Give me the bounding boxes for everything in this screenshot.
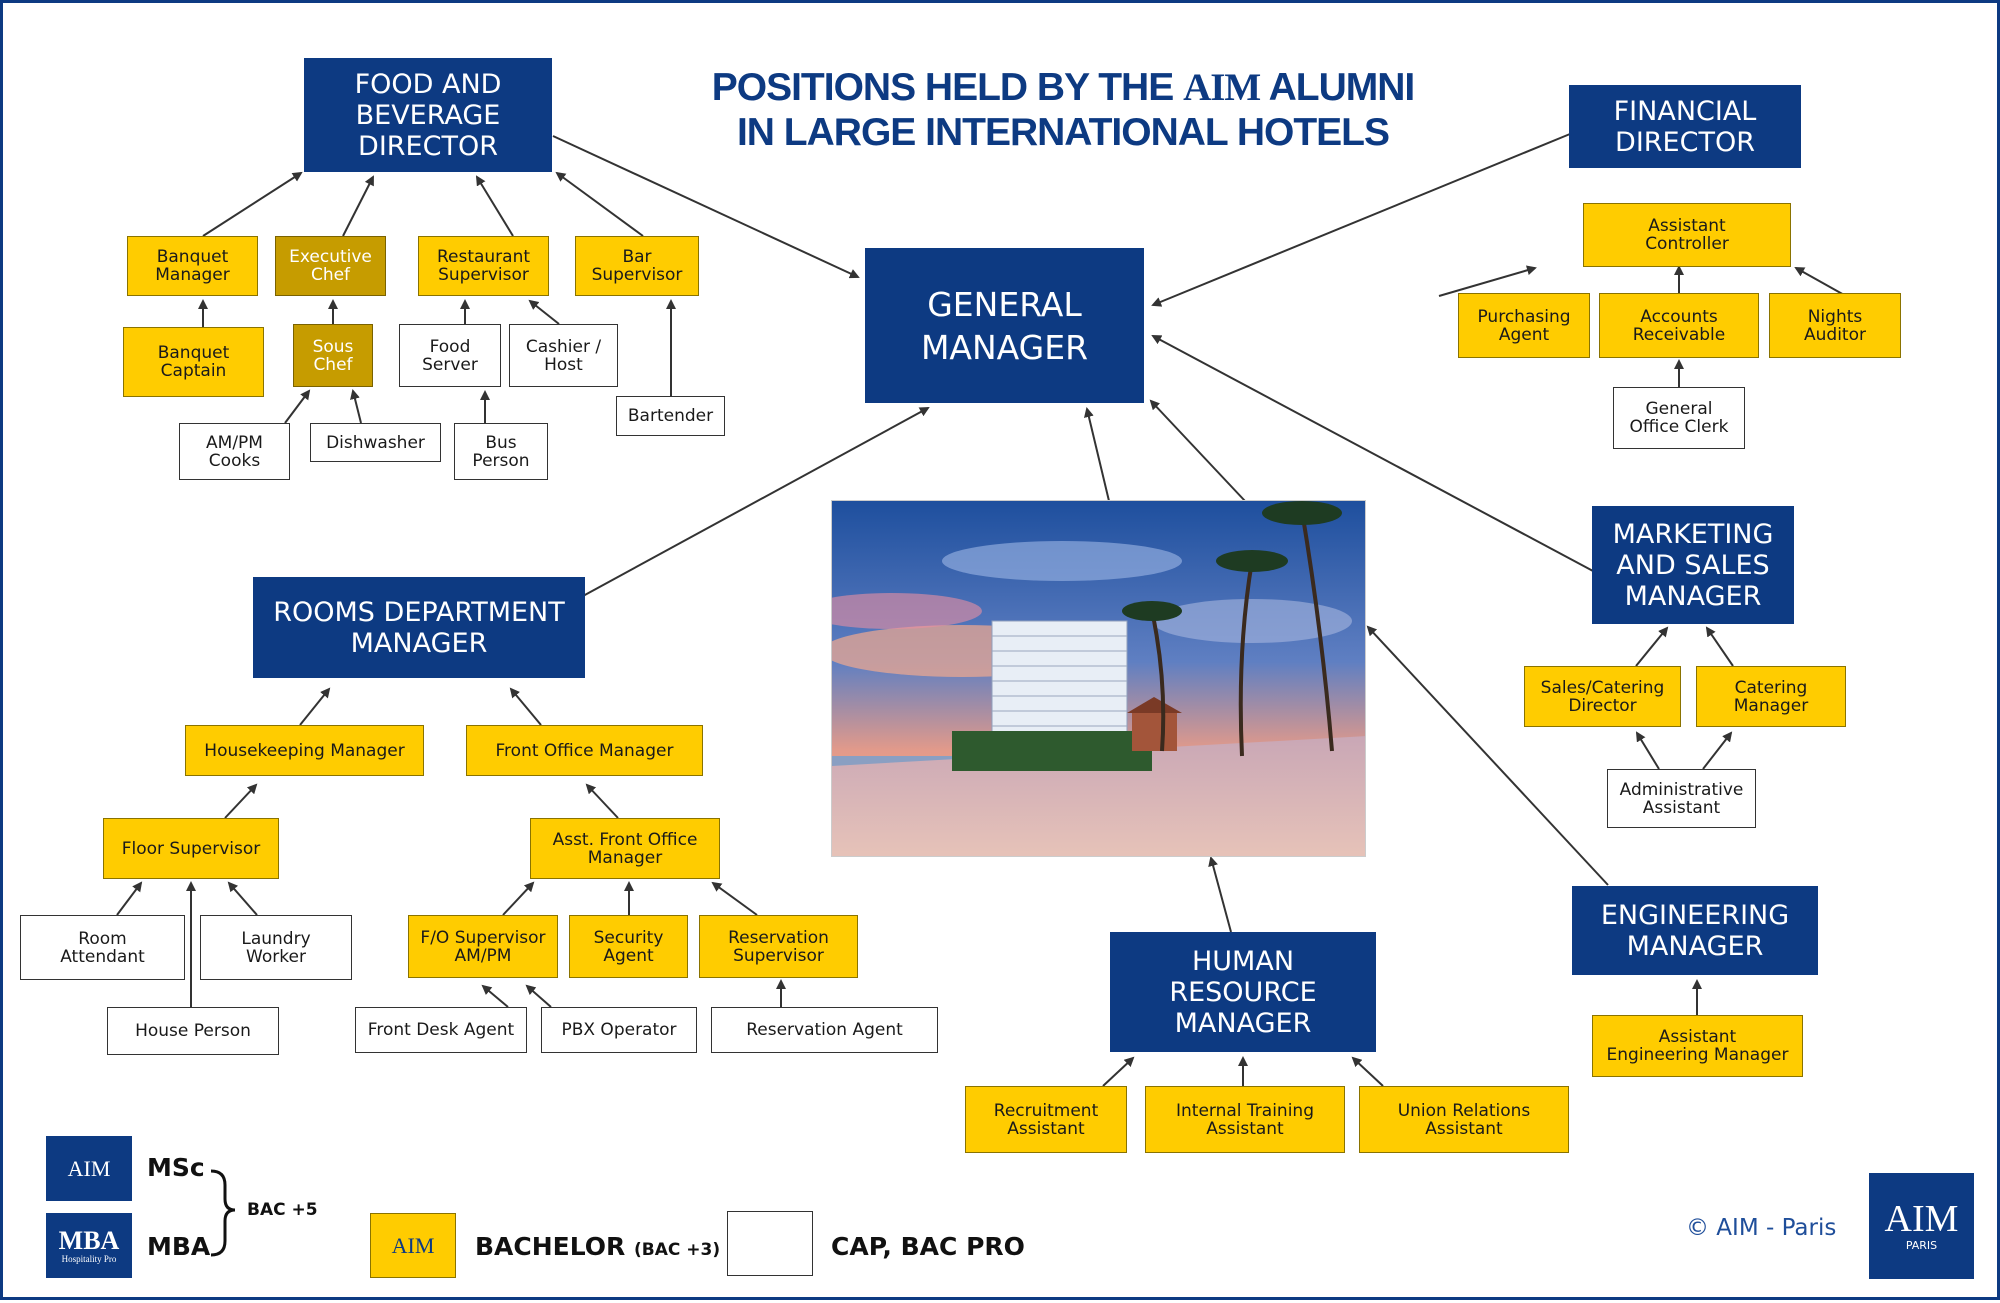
fo-supervisor-box[interactable]: F/O Supervisor AM/PM [408, 915, 558, 978]
engineering-manager-box[interactable]: ENGINEERING MANAGER [1572, 886, 1818, 975]
banquet-manager-box[interactable]: Banquet Manager [127, 236, 258, 296]
recruitment-assistant-box[interactable]: Recruitment Assistant [965, 1086, 1127, 1153]
house-person-box[interactable]: House Person [107, 1007, 279, 1055]
title-line2: IN LARGE INTERNATIONAL HOTELS [736, 111, 1390, 154]
msc-logo-text: AIM [67, 1155, 111, 1181]
title-line1-suffix: ALUMNI [1268, 66, 1416, 109]
copyright-text: © AIM - Paris [1686, 1215, 1837, 1241]
bartender-box[interactable]: Bartender [616, 396, 725, 436]
internal-training-assistant-box[interactable]: Internal Training Assistant [1145, 1086, 1345, 1153]
nights-auditor-box[interactable]: Nights Auditor [1769, 293, 1901, 358]
reservation-agent-box[interactable]: Reservation Agent [711, 1007, 938, 1053]
legend-bac5-label: BAC +5 [247, 1200, 318, 1220]
room-attendant-box[interactable]: Room Attendant [20, 915, 185, 980]
mba-logo-text: MBA [58, 1225, 120, 1255]
housekeeping-manager-box[interactable]: Housekeeping Manager [185, 725, 424, 776]
union-relations-assistant-box[interactable]: Union Relations Assistant [1359, 1086, 1569, 1153]
hotel-beach-photo [831, 500, 1366, 857]
administrative-assistant-box[interactable]: Administrative Assistant [1607, 769, 1756, 828]
front-office-manager-box[interactable]: Front Office Manager [466, 725, 703, 776]
executive-chef-box[interactable]: Executive Chef [275, 236, 386, 296]
general-office-clerk-box[interactable]: General Office Clerk [1613, 387, 1745, 449]
sales-catering-director-box[interactable]: Sales/Catering Director [1524, 666, 1681, 727]
financial-director-box[interactable]: FINANCIAL DIRECTOR [1569, 85, 1801, 168]
reservation-supervisor-box[interactable]: Reservation Supervisor [699, 915, 858, 978]
bachelor-logo-text: AIM [391, 1232, 435, 1258]
legend-bachelor-text: BACHELOR [475, 1232, 626, 1261]
laundry-worker-box[interactable]: Laundry Worker [200, 915, 352, 980]
aim-logo-text: AIM [1884, 1198, 1959, 1240]
food-beverage-director-box[interactable]: FOOD AND BEVERAGE DIRECTOR [304, 58, 552, 172]
floor-supervisor-box[interactable]: Floor Supervisor [103, 818, 279, 879]
legend-bachelor-label: BACHELOR (BAC +3) [475, 1232, 720, 1261]
legend-msc-label: MSc [147, 1153, 205, 1182]
cashier-host-box[interactable]: Cashier / Host [509, 324, 618, 387]
legend-brace [210, 1169, 236, 1257]
pbx-operator-box[interactable]: PBX Operator [541, 1007, 697, 1053]
banquet-captain-box[interactable]: Banquet Captain [123, 327, 264, 397]
catering-manager-box[interactable]: Catering Manager [1696, 666, 1846, 727]
asst-front-office-manager-box[interactable]: Asst. Front Office Manager [530, 818, 720, 879]
title-brand: AIM [1183, 66, 1261, 109]
hotel-photo-illustration [832, 501, 1365, 856]
aim-logo-paris: PARIS [1905, 1239, 1938, 1252]
front-desk-agent-box[interactable]: Front Desk Agent [355, 1007, 527, 1053]
legend-cap-label: CAP, BAC PRO [831, 1232, 1025, 1261]
mba-logo-subtext: Hospitality Pro [61, 1253, 117, 1264]
assistant-engineering-manager-box[interactable]: Assistant Engineering Manager [1592, 1015, 1803, 1077]
bachelor-swatch: AIM [370, 1213, 456, 1278]
accounts-receivable-box[interactable]: Accounts Receivable [1599, 293, 1759, 358]
title-line1-prefix: POSITIONS HELD BY THE [711, 66, 1175, 109]
aim-paris-logo: AIM PARIS [1869, 1173, 1974, 1279]
am-pm-cooks-box[interactable]: AM/PM Cooks [179, 423, 290, 480]
purchasing-agent-box[interactable]: Purchasing Agent [1458, 293, 1590, 358]
human-resource-manager-box[interactable]: HUMAN RESOURCE MANAGER [1110, 932, 1376, 1052]
assistant-controller-box[interactable]: Assistant Controller [1583, 203, 1791, 267]
bar-supervisor-box[interactable]: Bar Supervisor [575, 236, 699, 296]
bus-person-box[interactable]: Bus Person [454, 423, 548, 480]
sous-chef-box[interactable]: Sous Chef [293, 324, 373, 387]
legend-bachelor-note: (BAC +3) [634, 1240, 721, 1260]
marketing-sales-manager-box[interactable]: MARKETING AND SALES MANAGER [1592, 506, 1794, 624]
page-title: POSITIONS HELD BY THE AIM ALUMNI IN LARG… [643, 65, 1483, 155]
restaurant-supervisor-box[interactable]: Restaurant Supervisor [418, 236, 549, 296]
security-agent-box[interactable]: Security Agent [569, 915, 688, 978]
msc-aim-logo: AIM [46, 1136, 132, 1201]
legend-mba-label: MBA [147, 1232, 211, 1261]
rooms-department-manager-box[interactable]: ROOMS DEPARTMENT MANAGER [253, 577, 585, 678]
dishwasher-box[interactable]: Dishwasher [310, 423, 441, 462]
food-server-box[interactable]: Food Server [399, 324, 501, 387]
mba-logo: MBA Hospitality Pro [46, 1213, 132, 1278]
general-manager-box[interactable]: GENERAL MANAGER [865, 248, 1144, 403]
cap-bac-pro-swatch [727, 1211, 813, 1276]
